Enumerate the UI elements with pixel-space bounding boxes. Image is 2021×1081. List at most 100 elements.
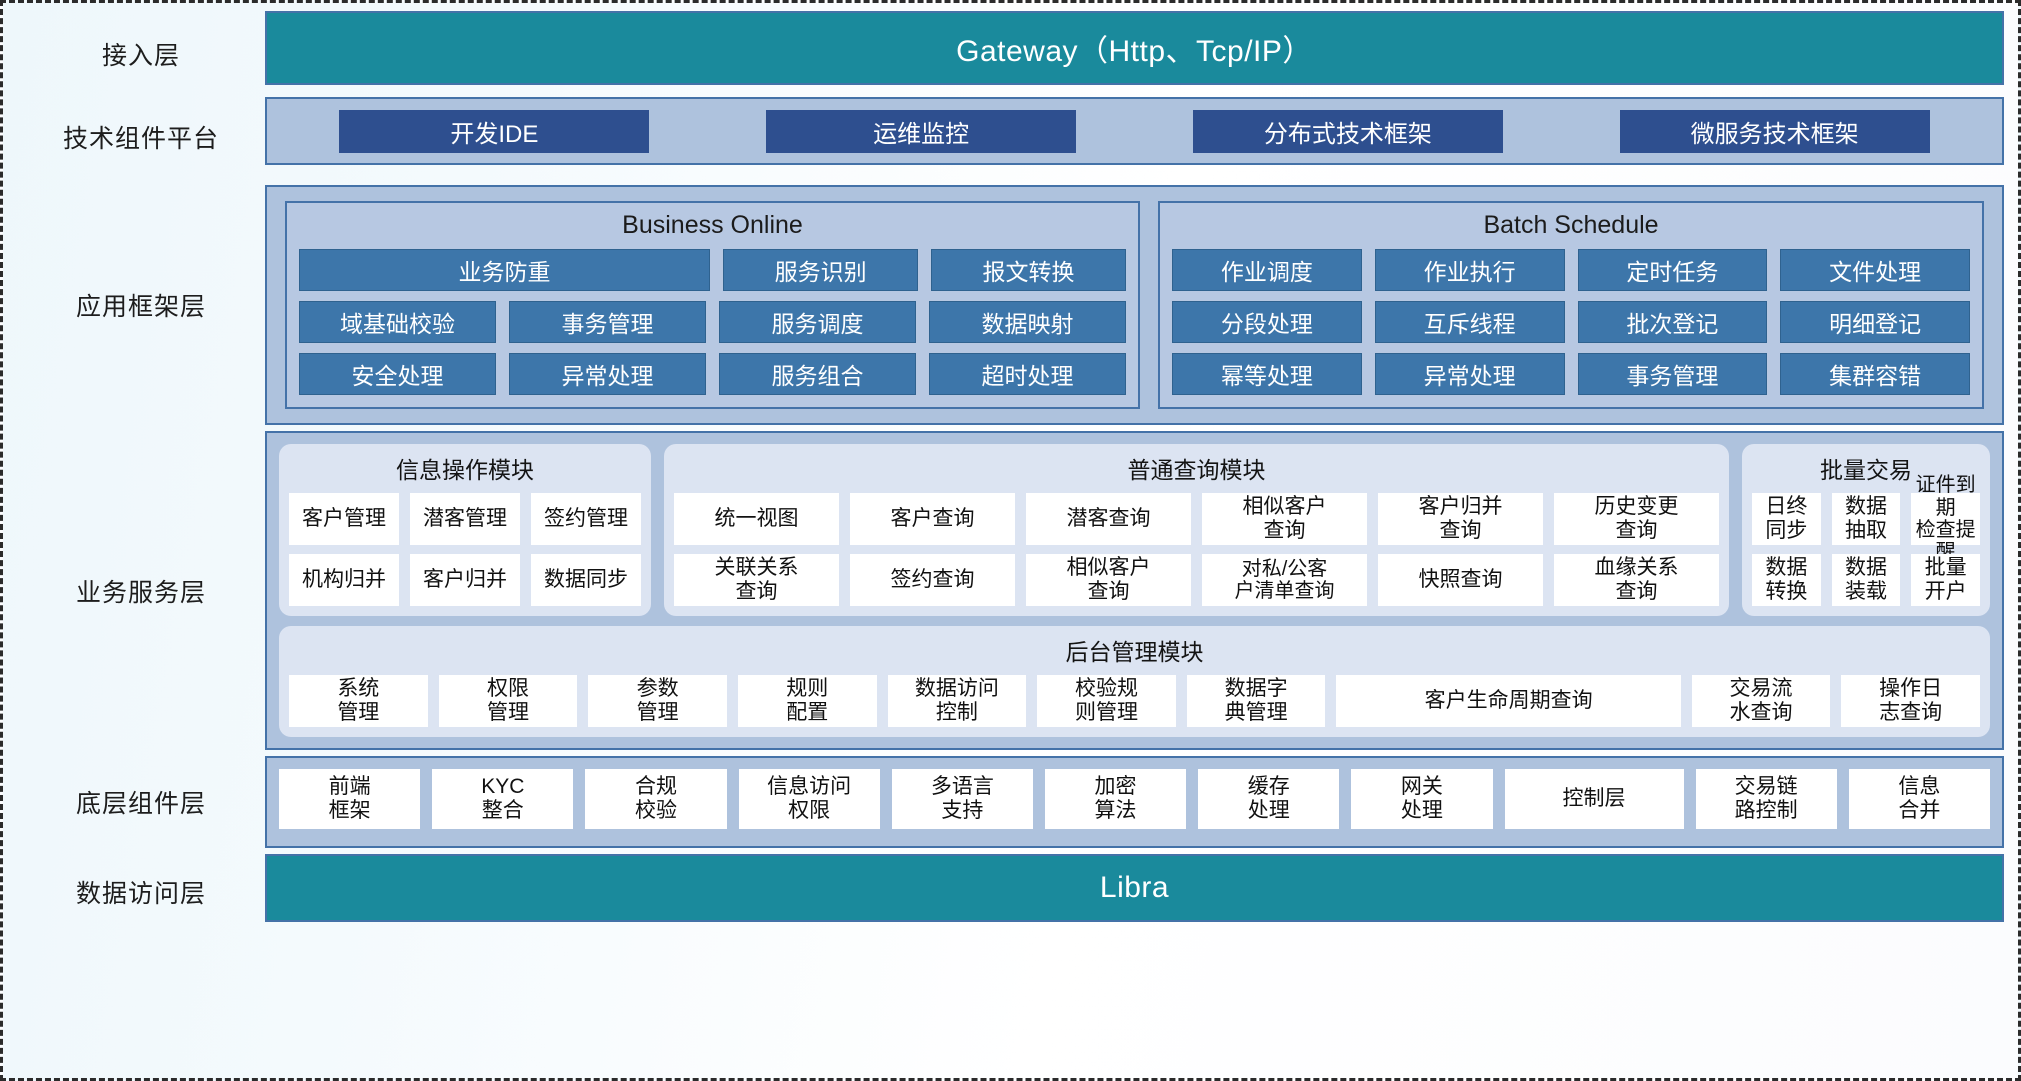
layer-label-biz: 业务服务层 — [75, 578, 206, 607]
fw-row: 分段处理 互斥线程 批次登记 明细登记 — [1172, 301, 1970, 343]
fw-chip-transaction-mgmt-batch[interactable]: 事务管理 — [1577, 353, 1768, 395]
fw-chip-service-schedule[interactable]: 服务调度 — [719, 301, 916, 343]
cell-org-merge[interactable]: 机构归并 — [289, 554, 399, 606]
layer-label-access: 接入层 — [101, 42, 180, 70]
cell-customer-merge-query[interactable]: 客户归并查询 — [1378, 493, 1543, 545]
group-title-business-online: Business Online — [622, 211, 803, 239]
cell-unified-view[interactable]: 统一视图 — [674, 493, 839, 545]
cell-operation-log-query[interactable]: 操作日志查询 — [1841, 675, 1980, 727]
fw-chip-idempotent-process[interactable]: 幂等处理 — [1172, 353, 1362, 395]
cell-info-access-permission[interactable]: 信息访问权限 — [738, 769, 880, 829]
common-query-grid: 统一视图 客户查询 潜客查询 相似客户查询 客户归并查询 历史变更查询 关联关系… — [674, 493, 1719, 606]
cell-data-load[interactable]: 数据装载 — [1831, 554, 1901, 606]
cell-prospect-query[interactable]: 潜客查询 — [1026, 493, 1191, 545]
cell-cache-process[interactable]: 缓存处理 — [1198, 769, 1340, 829]
tech-chip-microservice-framework[interactable]: 微服务技术框架 — [1619, 109, 1930, 153]
tech-chip-ops-monitor[interactable]: 运维监控 — [766, 109, 1077, 153]
fw-chip-security-process[interactable]: 安全处理 — [299, 353, 496, 395]
cell-multilanguage-support[interactable]: 多语言支持 — [891, 769, 1033, 829]
libra-bar: Libra — [265, 854, 2004, 922]
cell-history-change-query[interactable]: 历史变更查询 — [1554, 493, 1719, 545]
cell-permission-mgmt[interactable]: 权限管理 — [438, 675, 578, 727]
cell-info-merge[interactable]: 信息合并 — [1848, 769, 1990, 829]
cell-data-transform[interactable]: 数据转换 — [1752, 554, 1821, 606]
module-info-operation: 信息操作模块 客户管理 潜客管理 签约管理 机构归并 客户归并 数据同步 — [279, 444, 651, 616]
cell-snapshot-query[interactable]: 快照查询 — [1378, 554, 1543, 606]
cell-data-dictionary-mgmt[interactable]: 数据字典管理 — [1186, 675, 1326, 727]
cell-customer-lifecycle-query[interactable]: 客户生命周期查询 — [1336, 675, 1681, 727]
tech-chip-distributed-framework[interactable]: 分布式技术框架 — [1192, 109, 1503, 153]
mod-row: 日终同步 数据抽取 证件到期检查提醒 — [1752, 474, 1981, 563]
cell-similar-customer-query-1[interactable]: 相似客户查询 — [1202, 493, 1367, 545]
cell-system-mgmt[interactable]: 系统管理 — [289, 675, 428, 727]
fw-chip-job-execute[interactable]: 作业执行 — [1374, 249, 1565, 291]
fw-chip-anti-duplicate[interactable]: 业务防重 — [299, 249, 711, 291]
cell-rule-config[interactable]: 规则配置 — [737, 675, 877, 727]
cell-contract-query[interactable]: 签约查询 — [850, 554, 1015, 606]
module-batch-transaction: 批量交易 日终同步 数据抽取 证件到期检查提醒 数据转换 数据装载 批量开户 — [1742, 444, 1990, 616]
group-title-batch-schedule: Batch Schedule — [1483, 211, 1659, 239]
fw-chip-exception-process-online[interactable]: 异常处理 — [509, 353, 706, 395]
fw-chip-message-transform[interactable]: 报文转换 — [931, 249, 1127, 291]
tech-chip-ide[interactable]: 开发IDE — [339, 109, 650, 153]
cell-frontend-framework[interactable]: 前端框架 — [279, 769, 421, 829]
fw-chip-segment-process[interactable]: 分段处理 — [1172, 301, 1362, 343]
cell-control-layer[interactable]: 控制层 — [1504, 769, 1684, 829]
fw-row: 作业调度 作业执行 定时任务 文件处理 — [1172, 249, 1970, 291]
fw-chip-file-process[interactable]: 文件处理 — [1780, 249, 1970, 291]
business-modules-row: 信息操作模块 客户管理 潜客管理 签约管理 机构归并 客户归并 数据同步 — [279, 444, 1990, 616]
fw-chip-timeout-process[interactable]: 超时处理 — [929, 353, 1126, 395]
cell-data-sync[interactable]: 数据同步 — [531, 554, 641, 606]
fw-chip-job-schedule[interactable]: 作业调度 — [1172, 249, 1362, 291]
cell-transaction-flow-query[interactable]: 交易流水查询 — [1691, 675, 1831, 727]
cell-prospect-mgmt[interactable]: 潜客管理 — [410, 493, 520, 545]
cell-batch-account-open[interactable]: 批量开户 — [1911, 554, 1981, 606]
layer-tech-platform: 技术组件平台 开发IDE 运维监控 分布式技术框架 微服务技术框架 — [17, 97, 2004, 177]
cell-data-access-control[interactable]: 数据访问控制 — [887, 675, 1027, 727]
backend-admin-grid: 系统管理 权限管理 参数管理 规则配置 数据访问控制 校验规则管理 数据字典管理… — [289, 675, 1980, 727]
mod-row: 关联关系查询 签约查询 相似客户查询 对私/公客户清单查询 快照查询 血缘关系查… — [674, 554, 1719, 606]
fw-chip-service-composition[interactable]: 服务组合 — [719, 353, 916, 395]
module-title-backend-admin: 后台管理模块 — [1065, 639, 1204, 665]
cell-similar-customer-query-2[interactable]: 相似客户查询 — [1026, 554, 1191, 606]
cell-relation-query[interactable]: 关联关系查询 — [674, 554, 839, 606]
cell-eod-sync[interactable]: 日终同步 — [1752, 493, 1821, 545]
layer-business-service: 业务服务层 信息操作模块 客户管理 潜客管理 签约管理 机构归并 — [17, 431, 2004, 750]
cell-customer-query[interactable]: 客户查询 — [850, 493, 1015, 545]
layer-data-access: 数据访问层 Libra — [17, 854, 2004, 930]
cell-customer-merge[interactable]: 客户归并 — [410, 554, 520, 606]
fw-chip-exception-process-batch[interactable]: 异常处理 — [1374, 353, 1565, 395]
fw-chip-data-mapping[interactable]: 数据映射 — [929, 301, 1126, 343]
cell-data-extract[interactable]: 数据抽取 — [1831, 493, 1901, 545]
fw-chip-detail-register[interactable]: 明细登记 — [1780, 301, 1970, 343]
cell-certificate-expiry-reminder[interactable]: 证件到期检查提醒 — [1911, 474, 1981, 563]
cell-customer-mgmt[interactable]: 客户管理 — [289, 493, 399, 545]
cell-validation-rule-mgmt[interactable]: 校验规则管理 — [1037, 675, 1176, 727]
batch-transaction-grid: 日终同步 数据抽取 证件到期检查提醒 数据转换 数据装载 批量开户 — [1752, 474, 1981, 606]
cell-lineage-query[interactable]: 血缘关系查询 — [1554, 554, 1719, 606]
mod-row: 机构归并 客户归并 数据同步 — [289, 554, 641, 606]
cell-transaction-chain-control[interactable]: 交易链路控制 — [1695, 769, 1837, 829]
fw-row: 域基础校验 事务管理 服务调度 数据映射 — [299, 301, 1126, 343]
module-backend-admin: 后台管理模块 系统管理 权限管理 参数管理 规则配置 数据访问控制 校验规则管理… — [279, 626, 1990, 737]
cell-compliance-check[interactable]: 合规校验 — [585, 769, 727, 829]
cell-encryption-algorithm[interactable]: 加密算法 — [1044, 769, 1187, 829]
fw-chip-transaction-mgmt-online[interactable]: 事务管理 — [509, 301, 706, 343]
tech-platform-panel: 开发IDE 运维监控 分布式技术框架 微服务技术框架 — [265, 97, 2004, 165]
cell-gateway-process[interactable]: 网关处理 — [1351, 769, 1493, 829]
cell-contract-mgmt[interactable]: 签约管理 — [531, 493, 641, 545]
fw-row: 幂等处理 异常处理 事务管理 集群容错 — [1172, 353, 1970, 395]
gateway-bar: Gateway（Http、Tcp/IP） — [265, 11, 2004, 85]
fw-chip-timed-task[interactable]: 定时任务 — [1577, 249, 1768, 291]
spacer — [17, 177, 2004, 185]
cell-retail-corporate-list-query[interactable]: 对私/公客户清单查询 — [1202, 554, 1367, 606]
module-title-info-operation: 信息操作模块 — [396, 457, 534, 483]
cell-parameter-mgmt[interactable]: 参数管理 — [588, 675, 727, 727]
fw-chip-mutex-thread[interactable]: 互斥线程 — [1374, 301, 1565, 343]
fw-chip-domain-validate[interactable]: 域基础校验 — [299, 301, 496, 343]
fw-chip-batch-register[interactable]: 批次登记 — [1577, 301, 1768, 343]
fw-chip-service-identify[interactable]: 服务识别 — [723, 249, 919, 291]
fw-chip-cluster-fault-tolerance[interactable]: 集群容错 — [1780, 353, 1970, 395]
